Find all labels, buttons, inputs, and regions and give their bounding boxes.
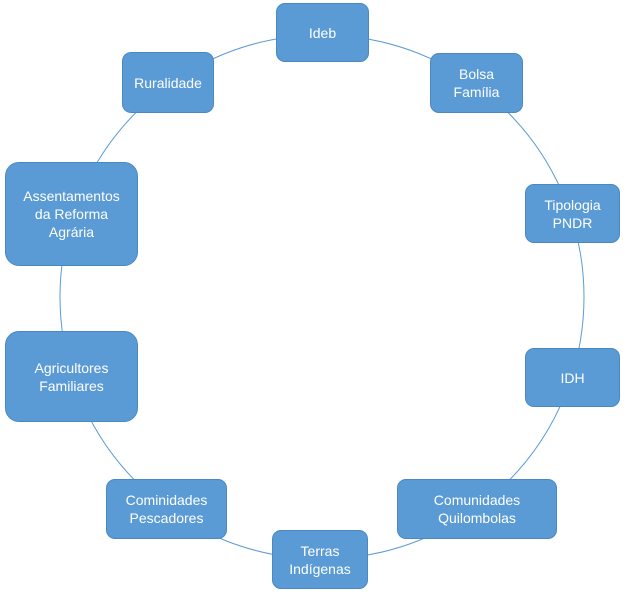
node-tipologia-pndr: Tipologia PNDR <box>525 184 620 243</box>
node-bolsa-familia: Bolsa Família <box>430 53 523 113</box>
node-ideb: Ideb <box>276 3 369 62</box>
node-idh: IDH <box>525 348 620 407</box>
node-cominidades-pescadores: Cominidades Pescadores <box>106 479 227 539</box>
node-agricultores-familiares: Agricultores Familiares <box>5 331 138 422</box>
node-terras-indigenas: Terras Indígenas <box>272 530 368 589</box>
node-assentamentos-reforma-agraria: Assentamentos da Reforma Agrária <box>5 162 138 266</box>
node-comunidades-quilombolas: Comunidades Quilombolas <box>397 479 557 539</box>
node-ruralidade: Ruralidade <box>122 52 214 113</box>
